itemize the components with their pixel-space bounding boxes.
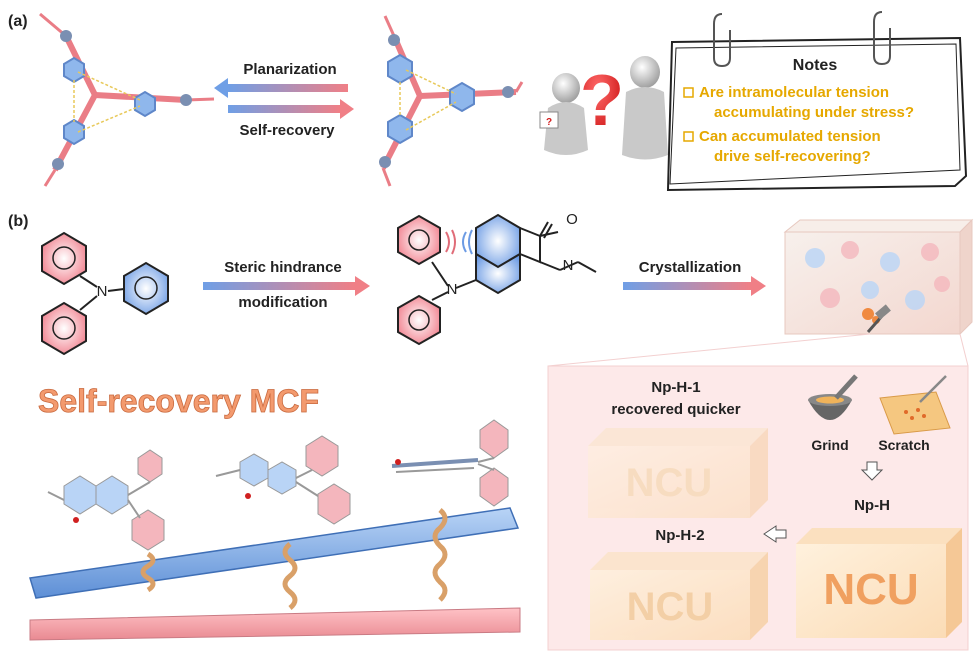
self-recovery-arrow bbox=[228, 99, 354, 119]
np-h-1-recovered-label: recovered quicker bbox=[611, 401, 740, 418]
left-arrow-icon bbox=[763, 525, 787, 543]
np-h-molecule-structure bbox=[397, 213, 597, 346]
planar-triphenylamine-model bbox=[379, 15, 524, 187]
np-h-label: Np-H bbox=[854, 497, 890, 514]
molecule-model-middle bbox=[215, 435, 351, 525]
atom-n-label: N bbox=[97, 283, 108, 300]
crystal-block bbox=[783, 218, 974, 336]
notes-checkbox-icon bbox=[683, 87, 694, 98]
notes-checkbox-icon bbox=[683, 131, 694, 142]
grind-label: Grind bbox=[811, 437, 848, 453]
notes-item-2-line-1: Can accumulated tension bbox=[699, 128, 881, 145]
svg-text:?: ? bbox=[546, 117, 552, 128]
np-h-atom-n2-label: N bbox=[563, 257, 574, 274]
notes-item-1-line-2: accumulating under stress? bbox=[714, 104, 914, 121]
down-arrow-icon bbox=[860, 461, 884, 481]
triphenylamine-structure bbox=[41, 231, 169, 356]
scratch-icon bbox=[879, 375, 951, 435]
planarization-label: Planarization bbox=[243, 61, 336, 78]
steric-hindrance-label: Steric hindrance bbox=[224, 259, 342, 276]
ncu-text-np-h-1: NCU bbox=[626, 461, 713, 505]
self-recovery-label: Self-recovery bbox=[239, 122, 335, 139]
ncu-block-np-h-1 bbox=[588, 428, 768, 518]
planarization-arrow bbox=[214, 78, 348, 98]
steric-hindrance-arrow bbox=[203, 276, 370, 296]
notes-item-2-line-2: drive self-recovering? bbox=[714, 148, 871, 165]
ncu-block-np-h bbox=[796, 528, 962, 638]
notes-item-1-line-1: Are intramolecular tension bbox=[699, 84, 889, 101]
mortar-icon bbox=[808, 374, 858, 420]
thinking-figures-illustration: ? bbox=[539, 56, 668, 160]
seesaw-illustration bbox=[29, 507, 521, 641]
question-mark-icon: ? bbox=[580, 61, 624, 141]
ncu-text-np-h-2: NCU bbox=[627, 585, 714, 629]
molecule-model-right bbox=[391, 419, 509, 507]
ncu-block-np-h-2 bbox=[590, 552, 768, 640]
panel-a-label: (a) bbox=[8, 13, 28, 30]
crystallization-label: Crystallization bbox=[639, 259, 742, 276]
panel-b-label: (b) bbox=[8, 213, 28, 230]
modification-label: modification bbox=[238, 294, 327, 311]
notes-title: Notes bbox=[793, 57, 838, 74]
np-h-1-label: Np-H-1 bbox=[651, 379, 700, 396]
np-h-atom-n-label: N bbox=[447, 281, 458, 298]
molecule-model-left bbox=[47, 449, 165, 551]
ncu-text-np-h: NCU bbox=[823, 565, 918, 614]
np-h-2-label: Np-H-2 bbox=[655, 527, 704, 544]
np-h-atom-o-label: O bbox=[566, 211, 578, 228]
scratch-label: Scratch bbox=[878, 437, 929, 453]
mcf-title: Self-recovery MCF bbox=[38, 383, 319, 419]
notes-card bbox=[666, 11, 968, 192]
crystallization-arrow bbox=[623, 276, 766, 296]
twisted-triphenylamine-model bbox=[39, 12, 215, 187]
